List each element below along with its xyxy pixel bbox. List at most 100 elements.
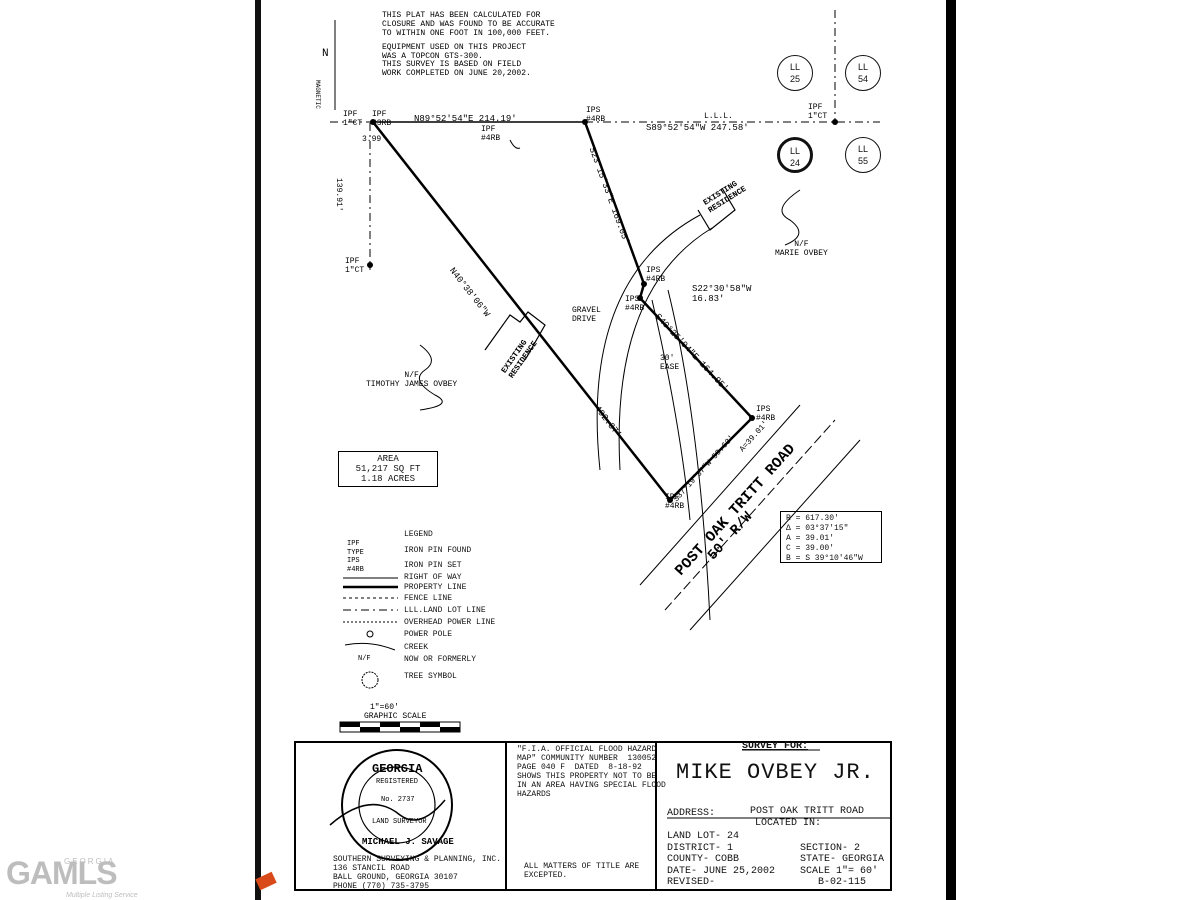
watermark-mls: MLS	[52, 855, 118, 891]
squiggle-right	[781, 189, 801, 246]
easement-label: 30' EASE	[660, 354, 680, 372]
client-name: MIKE OVBEY JR.	[676, 760, 875, 785]
owner-left-label: N/F TIMOTHY JAMES OVBEY	[366, 371, 458, 389]
easement-line-2	[651, 299, 691, 521]
pin-marker	[641, 281, 647, 287]
legend-item: RIGHT OF WAY	[404, 573, 462, 582]
title-block-divider	[505, 741, 507, 891]
legend-item: IRON PIN FOUND	[404, 546, 472, 555]
land-lot-25-badge: LL 25	[777, 55, 813, 91]
watermark-tagline: Multiple Listing Service	[66, 892, 138, 899]
squiggle-left	[418, 344, 443, 411]
creek-mark	[509, 139, 521, 149]
pin-label: IPF #3RB	[372, 110, 392, 128]
graphic-scale-label: GRAPHIC SCALE	[364, 712, 427, 721]
pin-marker	[749, 415, 755, 421]
land-lot-24-badge: LL 24	[777, 137, 813, 173]
pin-marker	[370, 119, 376, 125]
road-row-east-edge	[689, 439, 861, 631]
watermark-brand: GA	[6, 855, 53, 891]
district-field: DISTRICT- 1	[667, 843, 734, 854]
seal-name: MICHAEL J. SAVAGE	[362, 837, 454, 847]
legend-symbol-text: N/F	[358, 655, 371, 663]
section-field: SECTION- 2	[800, 843, 861, 854]
field-work-note: THIS SURVEY IS BASED ON FIELD WORK COMPL…	[382, 60, 531, 78]
revised-field: REVISED-	[667, 877, 716, 888]
pin-marker	[637, 295, 643, 301]
land-lot-55-badge: LL 55	[845, 137, 881, 173]
seal-role: LAND SURVEYOR	[372, 818, 427, 826]
short-line-distance: 16.83'	[692, 294, 725, 304]
short-line-bearing: S22°30'58"W	[692, 284, 752, 294]
legend-tree-symbol	[361, 671, 379, 689]
gravel-drive-edge-2	[618, 227, 713, 471]
address-value: POST OAK TRITT ROAD	[750, 806, 865, 817]
land-lot-field: LAND LOT- 24	[667, 831, 740, 842]
pin-label: IPS #4RB	[586, 106, 606, 124]
easement-line-1	[667, 289, 711, 621]
residence-right-outline	[697, 187, 736, 231]
magnetic-label: MAGNETIC	[314, 80, 321, 109]
scale-bar-segment	[360, 727, 380, 732]
scale-bar-segment	[440, 727, 460, 732]
watermark-top: GEORGIA	[64, 857, 116, 866]
survey-sheet	[255, 0, 946, 900]
pin-label: IPS #4RB	[756, 405, 776, 423]
located-in-label: LOCATED IN:	[755, 818, 822, 829]
lll-label: L.L.L.	[704, 112, 733, 121]
legend-symbol-text: IPF TYPE	[347, 540, 364, 557]
pin-label: IPF 1"CT	[808, 103, 828, 121]
diagonal-property-line	[372, 121, 671, 501]
north-line-bearing: N89°52'54"E 214.19'	[414, 114, 517, 124]
scale-field: SCALE 1"= 60'	[800, 866, 879, 877]
seal-number: No. 2737	[381, 796, 415, 804]
lll-bearing: S89°52'54"W 247.58'	[646, 123, 749, 133]
area-box: AREA 51,217 SQ FT 1.18 ACRES	[338, 451, 438, 487]
sheet-left-border	[255, 0, 261, 900]
pin-marker	[582, 119, 588, 125]
side-distance: 3.99'	[362, 135, 387, 144]
legend-pole-symbol	[366, 630, 374, 638]
curve-data-box: R = 617.30' Δ = 03°37'15" A = 39.01' C =…	[780, 511, 882, 563]
legend-item: FENCE LINE	[404, 594, 453, 603]
east-property-line	[639, 297, 753, 419]
state-field: STATE- GEORGIA	[800, 854, 885, 865]
pin-label: IPF #4RB	[665, 493, 685, 511]
seal-registered: REGISTERED	[376, 778, 419, 786]
gravel-drive-edge-1	[596, 214, 701, 471]
pin-label: IPS #4RB	[625, 295, 645, 313]
title-block-divider	[655, 741, 657, 891]
county-field: COUNTY- COBB	[667, 854, 740, 865]
scale-bar-segment	[340, 722, 360, 727]
pin-marker	[367, 262, 373, 268]
slant-property-line	[583, 121, 646, 285]
surveyor-signature	[329, 799, 446, 826]
scale-ratio: 1"=60'	[370, 703, 399, 712]
pin-label: IPF 1"CT	[343, 110, 363, 128]
equipment-note: EQUIPMENT USED ON THIS PROJECT WAS A TOP…	[382, 43, 527, 61]
legend-title: LEGEND	[404, 530, 433, 539]
pin-marker	[667, 497, 673, 503]
scale-bar-segment	[400, 727, 420, 732]
job-number: B-02-115	[818, 877, 867, 888]
north-arrow-label: N	[322, 48, 329, 60]
legend-item: CREEK	[404, 643, 429, 652]
pin-label: IPS #4RB	[646, 266, 666, 284]
road-frontage-line	[669, 417, 753, 501]
left-margin	[0, 0, 255, 900]
owner-right-label: N/F MARIE OVBEY	[775, 240, 828, 258]
side-distance: 139.91'	[334, 178, 343, 212]
residence-left-outline	[484, 311, 546, 361]
seal-outer-ring	[341, 749, 453, 861]
road-row-west-edge	[639, 404, 801, 586]
scale-bar-segment	[420, 722, 440, 727]
title-matters-note: ALL MATTERS OF TITLE ARE EXCEPTED.	[524, 862, 640, 880]
address-label: ADDRESS:	[667, 808, 716, 819]
gravel-drive-label: GRAVEL DRIVE	[572, 306, 601, 324]
survey-for-heading: SURVEY FOR:	[742, 741, 809, 752]
area-title: AREA	[377, 454, 399, 464]
road-row-centerline	[664, 419, 836, 611]
legend-creek-symbol	[344, 642, 396, 651]
pin-label: IPF 1"CT	[345, 257, 365, 275]
